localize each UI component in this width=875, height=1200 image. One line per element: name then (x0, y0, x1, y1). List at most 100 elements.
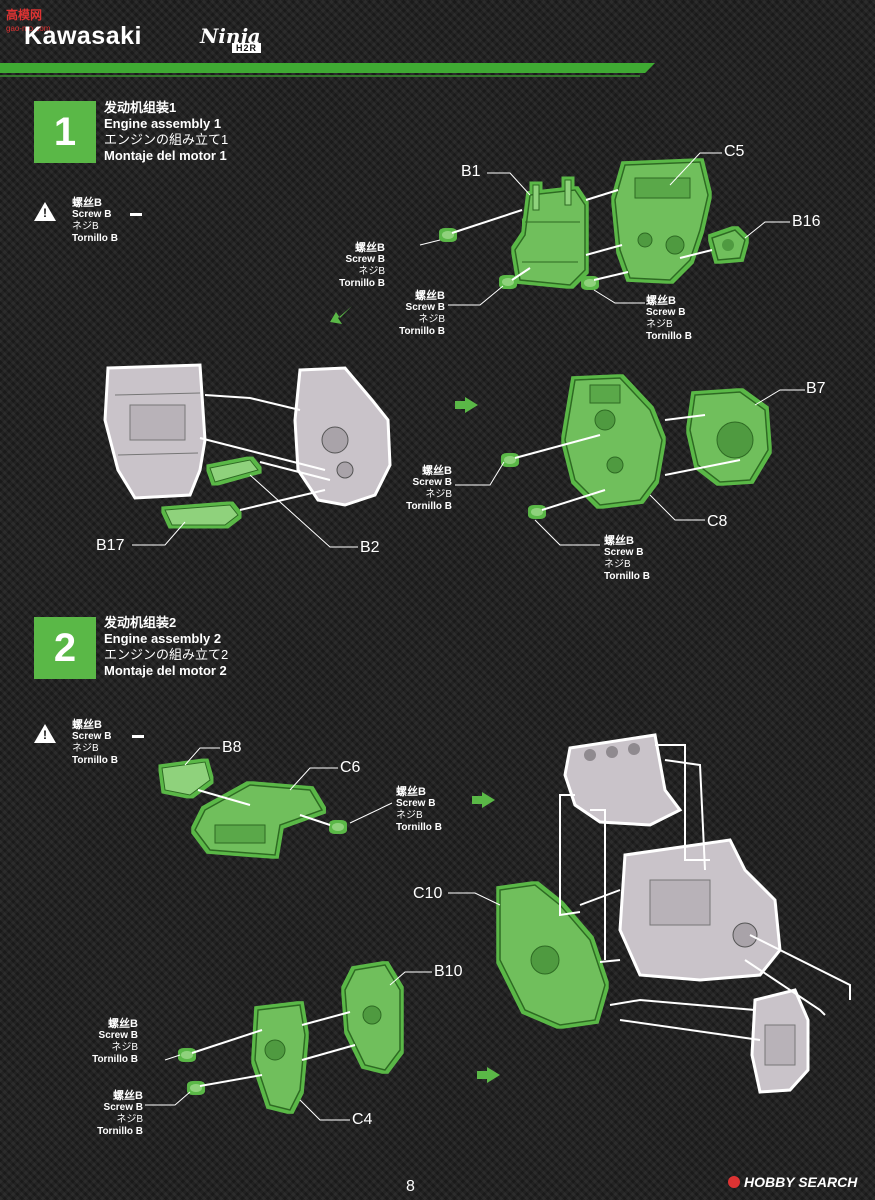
screw-icons-lower1 (504, 456, 543, 516)
screw-callout: 螺丝B Screw B ネジB Tornillo B (646, 295, 692, 343)
screw-cn: 螺丝B (72, 719, 102, 731)
part-label-b17: B17 (96, 537, 125, 554)
part-label-c8: C8 (707, 513, 728, 530)
screw-jp: ネジB (116, 1114, 143, 1125)
part-cover-grey (750, 988, 810, 1094)
step-title-jp: エンジンの組み立て1 (104, 132, 229, 147)
screw-en: Screw B (405, 302, 445, 313)
watermark-logo: 高模网 (6, 8, 43, 22)
screw-es: Tornillo B (97, 1126, 143, 1137)
source-watermark-text: HOBBY SEARCH (744, 1174, 858, 1190)
part-label-c10: C10 (413, 885, 443, 902)
part-engine-block-grey (618, 838, 782, 982)
screw-en: Screw B (103, 1102, 143, 1113)
screw-es: Tornillo B (396, 822, 442, 833)
screw-icons-step2 (181, 823, 344, 1092)
watermark-url: gao-mo.com (6, 24, 51, 33)
screw-cn: 螺丝B (72, 197, 102, 209)
part-c5 (614, 161, 709, 281)
part-label-b8: B8 (222, 739, 242, 756)
step-title-en: Engine assembly 2 (104, 631, 222, 646)
screw-es: Tornillo B (406, 501, 452, 512)
warning-mark: ! (43, 728, 47, 742)
step-title-cn: 发动机组装2 (104, 615, 177, 630)
screw-jp: ネジB (72, 743, 99, 754)
step-title-es: Montaje del motor 1 (104, 148, 227, 163)
brand-logo: Kawasaki (24, 22, 142, 50)
screw-es: Tornillo B (399, 326, 445, 337)
screw-en: Screw B (72, 209, 112, 220)
part-label-b10: B10 (434, 963, 463, 980)
screw-jp: ネジB (604, 559, 631, 570)
step-number-box: 2 (34, 617, 96, 679)
step-title-jp: エンジンの組み立て2 (104, 647, 229, 662)
screw-callout: 螺丝B Screw B ネジB Tornillo B (330, 242, 385, 290)
part-b2 (209, 459, 259, 483)
screw-cn: 螺丝B (355, 242, 385, 254)
part-b7 (689, 391, 769, 483)
part-label-b2: B2 (360, 539, 380, 556)
screw-jp: ネジB (418, 314, 445, 325)
screw-es: Tornillo B (339, 278, 385, 289)
screw-en: Screw B (396, 798, 436, 809)
screw-cn: 螺丝B (604, 535, 634, 547)
part-b10 (344, 964, 401, 1071)
screw-cn: 螺丝B (108, 1018, 138, 1030)
part-c4 (254, 1004, 306, 1111)
screw-jp: ネジB (646, 319, 673, 330)
screw-cn: 螺丝B (422, 465, 452, 477)
source-watermark: HOBBY SEARCH (728, 1174, 857, 1190)
step-title: 发动机组装1 Engine assembly 1 エンジンの組み立て1 Mont… (104, 100, 228, 164)
screw-es: Tornillo B (72, 233, 118, 244)
step-title-es: Montaje del motor 2 (104, 663, 227, 678)
part-block-grey (103, 363, 207, 500)
step-title-en: Engine assembly 1 (104, 116, 222, 131)
part-b16 (711, 229, 746, 261)
screw-en: Screw B (412, 477, 452, 488)
screw-en: Screw B (604, 547, 644, 558)
part-c6 (194, 784, 324, 856)
step-title-cn: 发动机组装1 (104, 100, 177, 115)
leader-lines-upper (419, 152, 790, 306)
warning-screw-note: 螺丝B Screw B ネジB Tornillo B (72, 197, 118, 245)
part-b17 (164, 504, 239, 526)
warning-screw-note: 螺丝B Screw B ネジB Tornillo B (72, 719, 118, 767)
screw-jp: ネジB (358, 266, 385, 277)
screw-size-icon (132, 735, 144, 738)
leader-lines-step2-left (145, 747, 432, 1121)
screw-size-icon (130, 213, 142, 216)
part-b8 (161, 761, 211, 796)
step-title: 发动机组装2 Engine assembly 2 エンジンの組み立て2 Mont… (104, 615, 228, 679)
screw-en: Screw B (646, 307, 686, 318)
screw-callout: 螺丝B Screw B ネジB Tornillo B (390, 290, 445, 338)
direction-arrows (330, 306, 500, 1083)
leader-lines-lower1 (132, 389, 805, 548)
screw-es: Tornillo B (646, 331, 692, 342)
warning-mark: ! (43, 206, 47, 220)
screw-callout: 螺丝B Screw B ネジB Tornillo B (83, 1018, 138, 1066)
warning-icon (34, 724, 56, 743)
step-number-box: 1 (34, 101, 96, 163)
screw-cn: 螺丝B (646, 295, 676, 307)
screw-en: Screw B (98, 1030, 138, 1041)
page-number: 8 (406, 1178, 415, 1195)
part-c10 (499, 884, 606, 1026)
header-bar (0, 63, 655, 73)
screw-es: Tornillo B (72, 755, 118, 766)
part-cylinder-head-grey (563, 733, 683, 827)
screw-es: Tornillo B (92, 1054, 138, 1065)
screw-callout: 螺丝B Screw B ネジB Tornillo B (88, 1090, 143, 1138)
warning-icon (34, 202, 56, 221)
screw-cn: 螺丝B (396, 786, 426, 798)
part-crankcase-grey (293, 366, 392, 507)
screw-jp: ネジB (111, 1042, 138, 1053)
screw-callout: 螺丝B Screw B ネジB Tornillo B (397, 465, 452, 513)
screw-jp: ネジB (72, 221, 99, 232)
leader-lines-step2-right (448, 744, 851, 1041)
part-label-b1: B1 (461, 163, 481, 180)
part-label-c6: C6 (340, 759, 361, 776)
part-c8 (564, 377, 663, 506)
part-label-b7: B7 (806, 380, 826, 397)
screw-cn: 螺丝B (415, 290, 445, 302)
